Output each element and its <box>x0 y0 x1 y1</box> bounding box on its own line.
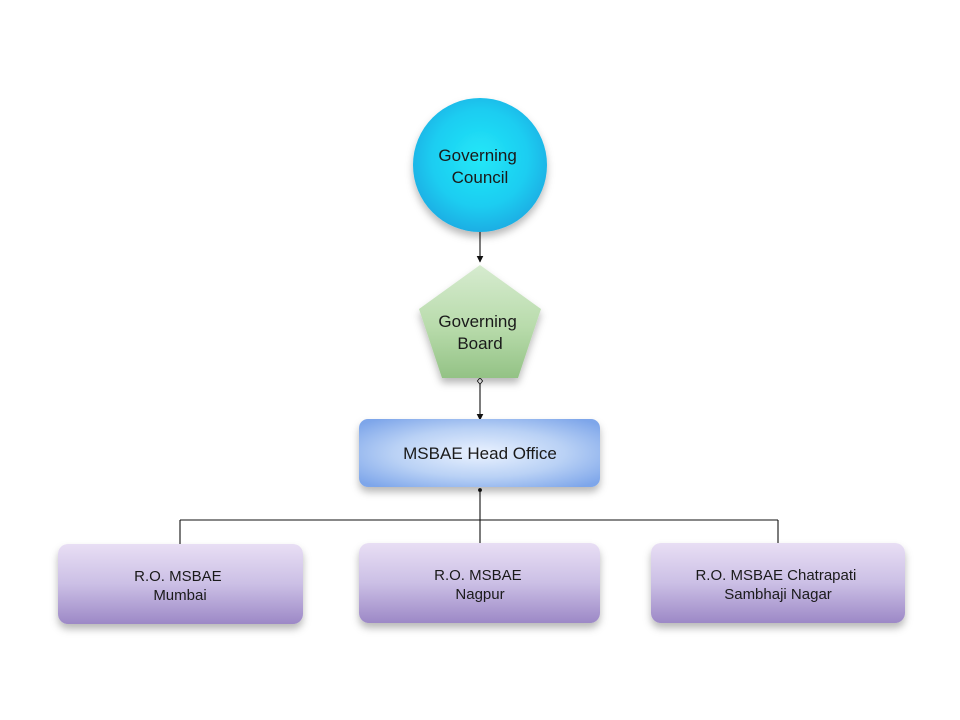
governing-council-label-line1: Governing <box>438 146 516 165</box>
regional-office-mumbai-line2: Mumbai <box>153 587 206 604</box>
regional-office-nagpur-line2: Nagpur <box>455 586 504 603</box>
regional-office-sambhaji-nagar-line1: R.O. MSBAE Chatrapati <box>695 567 856 584</box>
head-office-label: MSBAE Head Office <box>403 444 557 463</box>
regional-office-sambhaji-nagar-node[interactable]: R.O. MSBAE Chatrapati Sambhaji Nagar <box>651 543 905 623</box>
svg-text:Governing Board: Governing Board <box>438 312 521 353</box>
governing-council-node[interactable]: Governing Council <box>413 98 547 232</box>
governing-board-label-line1: Governing <box>438 312 516 331</box>
regional-office-mumbai-line1: R.O. MSBAE <box>134 568 222 585</box>
governing-council-label-line2: Council <box>452 168 509 187</box>
svg-text:R.O. MSBAE Mumbai: R.O. MSBAE Mumbai <box>134 568 226 604</box>
regional-office-nagpur-node[interactable]: R.O. MSBAE Nagpur <box>359 543 600 623</box>
svg-text:R.O. MSBAE Nagpur: R.O. MSBAE Nagpur <box>434 567 526 603</box>
svg-text:R.O. MSBAE Chatrapati: R.O. MSBAE Chatrapati Sambhaji Nagar <box>695 567 860 603</box>
head-office-node[interactable]: MSBAE Head Office <box>359 419 600 487</box>
regional-office-nagpur-line1: R.O. MSBAE <box>434 567 522 584</box>
regional-office-sambhaji-nagar-line2: Sambhaji Nagar <box>724 586 832 603</box>
regional-office-mumbai-node[interactable]: R.O. MSBAE Mumbai <box>58 544 303 624</box>
governing-board-label-line2: Board <box>457 334 502 353</box>
governing-board-node[interactable]: Governing Board <box>419 265 541 378</box>
svg-text:Governing Council: Governing Council <box>438 146 521 187</box>
